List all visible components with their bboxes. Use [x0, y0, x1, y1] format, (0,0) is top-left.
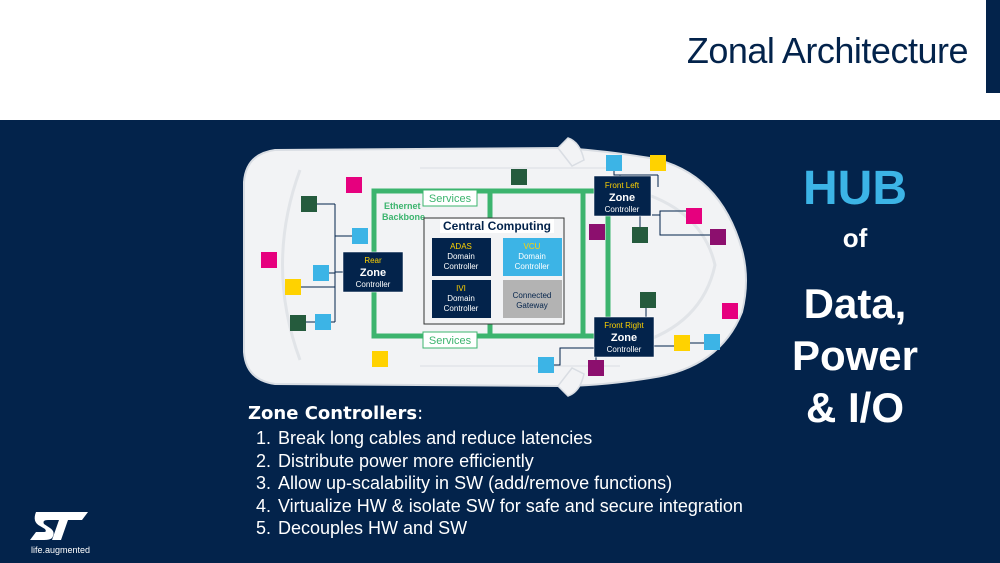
hub-word: HUB — [803, 162, 907, 215]
list-item: Break long cables and reduce latencies — [276, 427, 743, 450]
list-item: Virtualize HW & isolate SW for safe and … — [276, 495, 743, 518]
svg-text:Controller: Controller — [605, 205, 640, 214]
svg-text:Zone: Zone — [609, 192, 635, 204]
svg-text:Front Right: Front Right — [604, 321, 644, 330]
central-computing-label: Central Computing — [443, 219, 551, 233]
front-left-zone-controller: Front Left Zone Controller — [593, 175, 652, 217]
list-item: Decouples HW and SW — [276, 517, 743, 540]
adas-line2: Controller — [444, 262, 479, 271]
hub-of: of — [842, 223, 868, 253]
ethernet-label-1: Ethernet — [384, 201, 421, 211]
list-item: Distribute power more efficiently — [276, 450, 743, 473]
adas-name: ADAS — [450, 242, 472, 251]
svg-text:Controller: Controller — [356, 280, 391, 289]
svg-text:Zone: Zone — [360, 267, 386, 279]
vcu-line1: Domain — [518, 252, 546, 261]
page-title: Zonal Architecture — [686, 30, 969, 71]
adas-line1: Domain — [447, 252, 475, 261]
hub-line-data: Data, — [803, 280, 907, 327]
svg-text:Rear: Rear — [364, 256, 382, 265]
gateway-line2: Gateway — [516, 301, 548, 310]
zone-controllers-heading: Zone Controllers: — [248, 403, 424, 424]
header-area: Zonal Architecture — [0, 0, 1000, 120]
vcu-line2: Controller — [515, 262, 550, 271]
ivi-name: IVI — [456, 284, 466, 293]
ethernet-label-2: Backbone — [382, 212, 425, 222]
st-logo — [30, 512, 88, 540]
services-label-top: Services — [429, 193, 472, 205]
vcu-name: VCU — [524, 242, 541, 251]
hub-line-io: & I/O — [805, 384, 904, 431]
title-accent-bar — [986, 0, 1000, 93]
list-item: Allow up-scalability in SW (add/remove f… — [276, 472, 743, 495]
hub-line-power: Power — [791, 332, 919, 379]
zone-controllers-list: Zone Controllers: Break long cables and … — [248, 403, 743, 540]
ivi-line2: Controller — [444, 304, 479, 313]
peripheral-nodes — [261, 155, 738, 376]
gateway-line1: Connected — [513, 291, 552, 300]
logo-tagline: life.augmented — [31, 545, 91, 555]
central-computing: Central Computing ADAS Domain Controller… — [423, 217, 565, 325]
front-right-zone-controller: Front Right Zone Controller — [593, 316, 655, 358]
svg-text:Front Left: Front Left — [605, 181, 640, 190]
hub-callout: HUB of Data, Power & I/O — [790, 160, 920, 434]
svg-text:Zone: Zone — [611, 332, 637, 344]
zonal-architecture-diagram: Ethernet Backbone Services Services Cent… — [243, 137, 747, 397]
svg-text:Controller: Controller — [607, 345, 642, 354]
rear-zone-controller: Rear Zone Controller — [342, 251, 404, 293]
ivi-line1: Domain — [447, 294, 475, 303]
content-panel: Ethernet Backbone Services Services Cent… — [0, 120, 1000, 563]
services-label-bottom: Services — [429, 335, 472, 347]
